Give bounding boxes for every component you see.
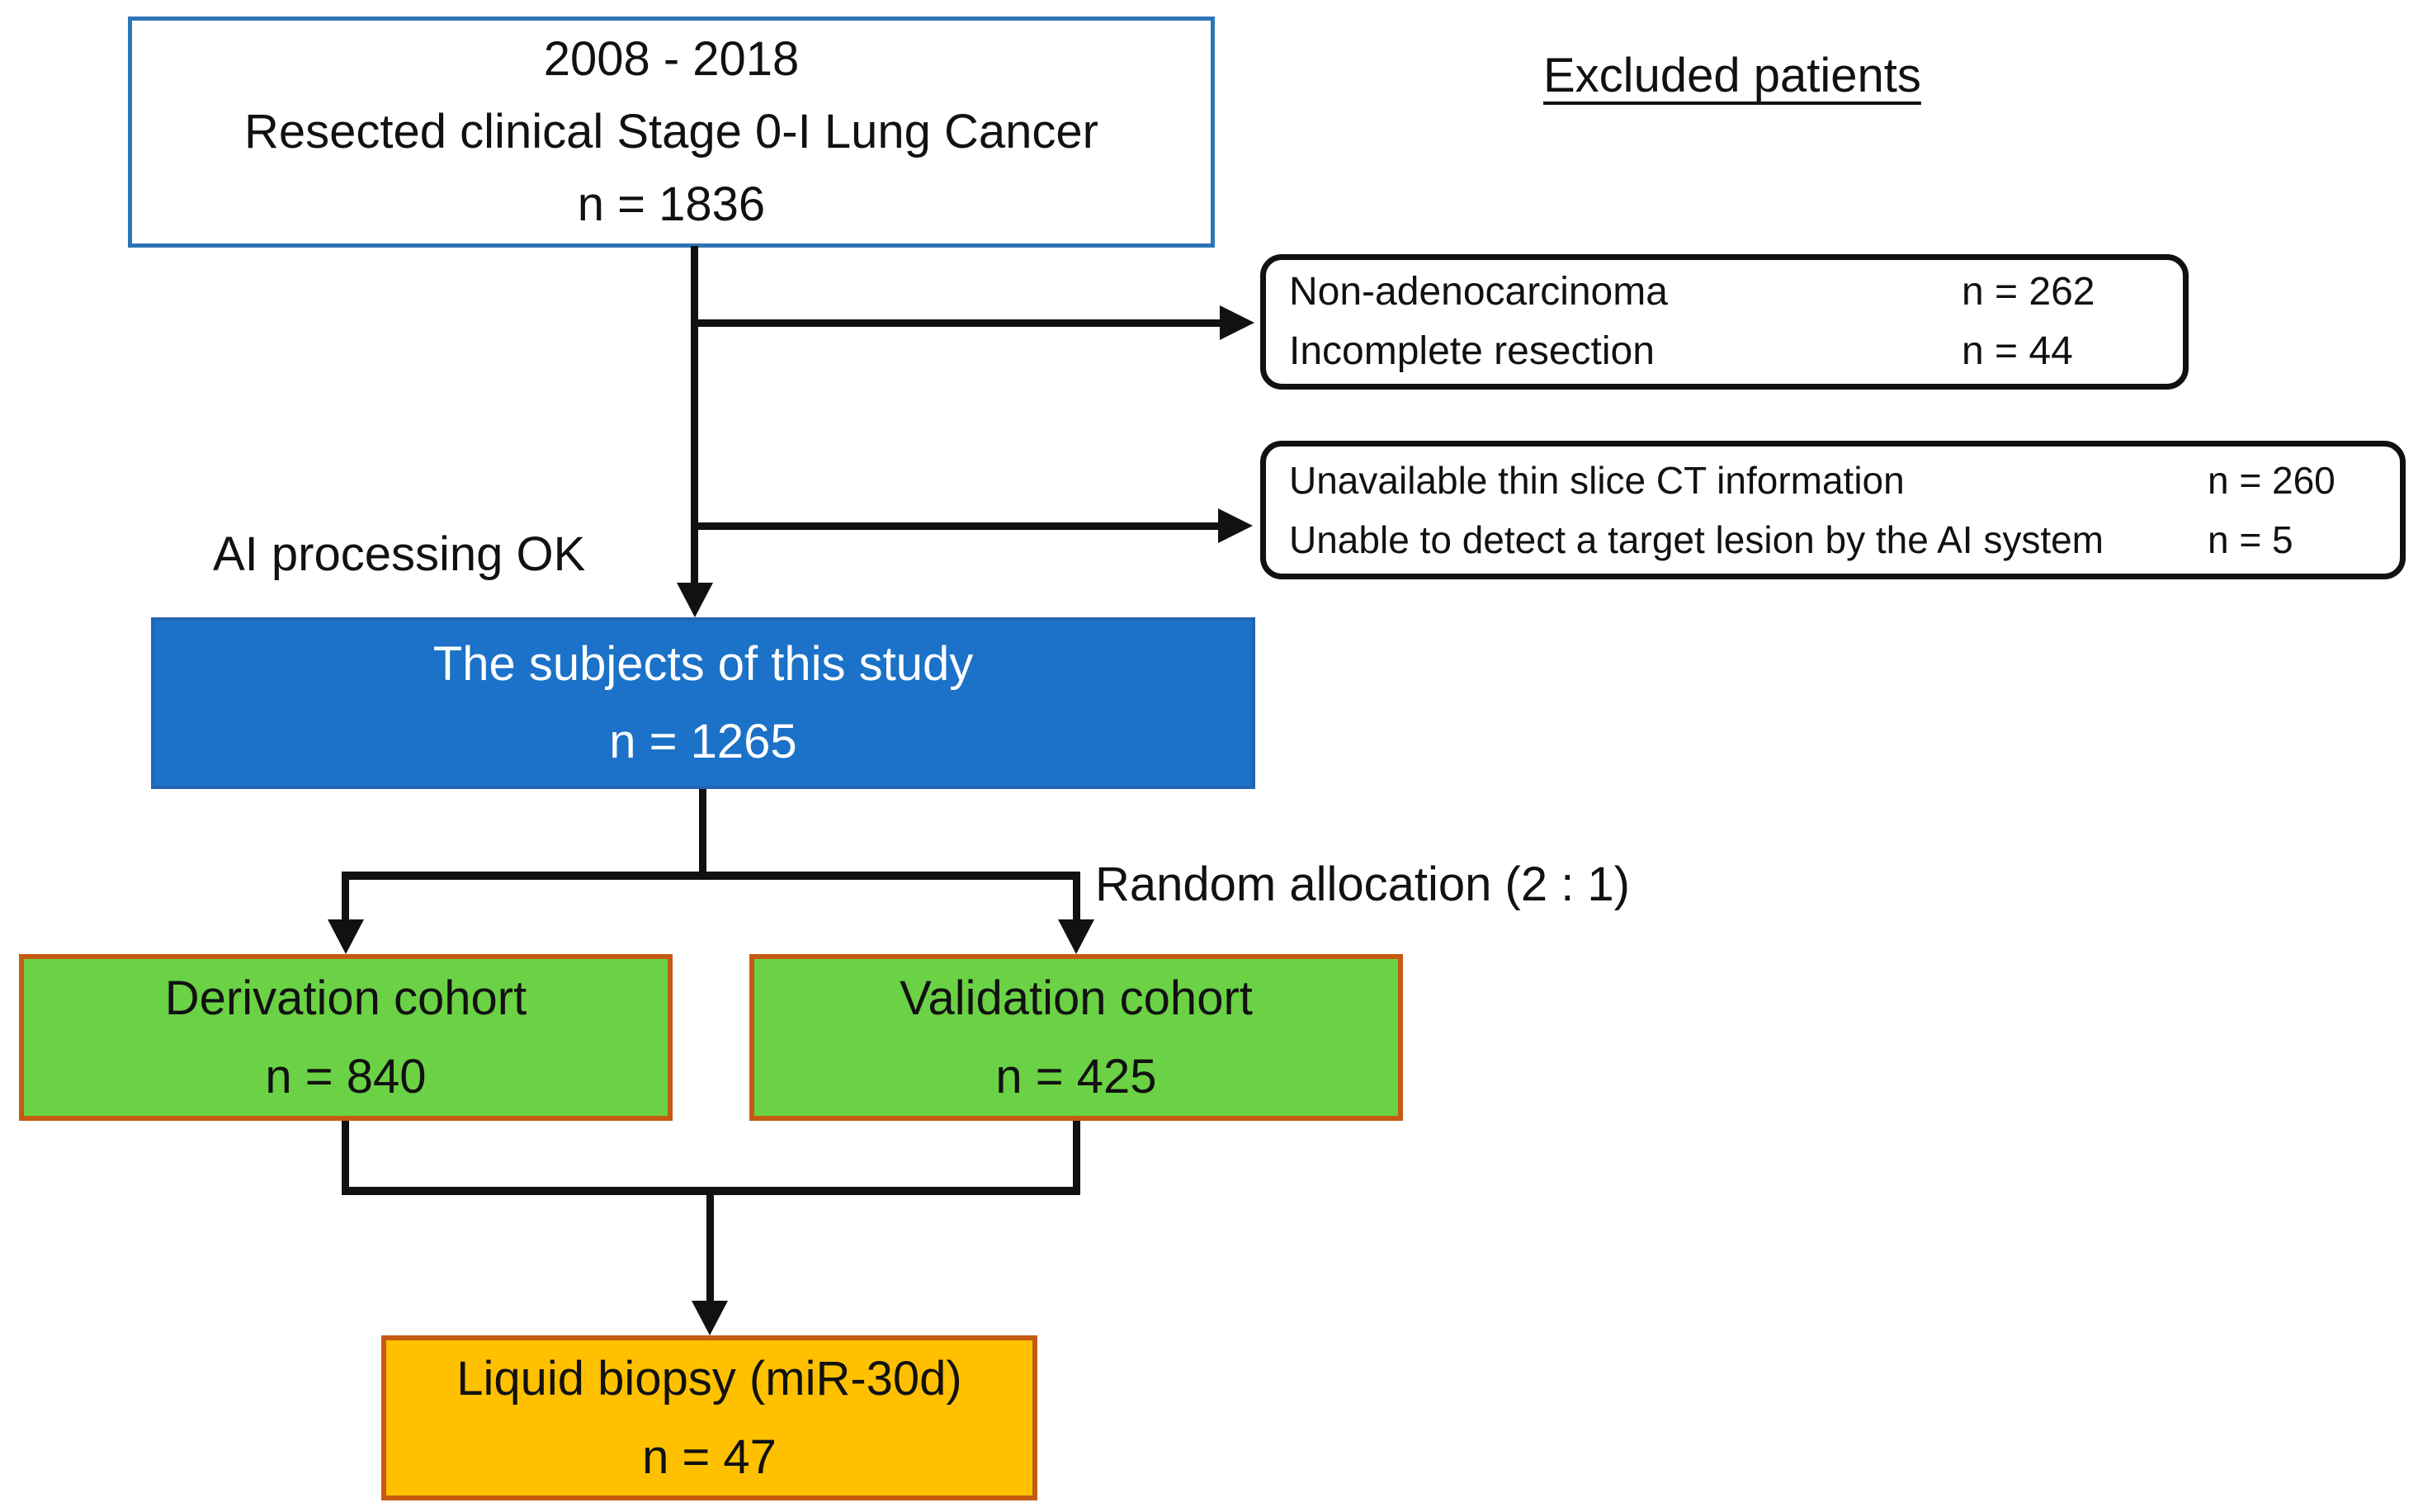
exclusion-row: Unable to detect a target lesion by the … bbox=[1289, 510, 2377, 569]
exclusion-reason: Unavailable thin slice CT information bbox=[1289, 459, 1905, 502]
arrow-right-head bbox=[1218, 508, 1253, 543]
connector-subjects-to-split bbox=[699, 789, 706, 880]
exclusion-reason: Incomplete resection bbox=[1289, 329, 1655, 373]
connector-to-derivation bbox=[342, 872, 349, 923]
exclusion-row: Unavailable thin slice CT information n … bbox=[1289, 451, 2377, 510]
subjects-title: The subjects of this study bbox=[432, 637, 974, 691]
subjects-count: n = 1265 bbox=[609, 715, 797, 768]
liquid-biopsy-box: Liquid biopsy (miR-30d) n = 47 bbox=[381, 1335, 1037, 1500]
excluded-patients-heading: Excluded patients bbox=[1543, 49, 1921, 102]
connector-merge-to-biopsy bbox=[706, 1187, 714, 1304]
validation-title: Validation cohort bbox=[900, 971, 1253, 1025]
connector-validation-to-merge bbox=[1073, 1121, 1080, 1192]
source-population-box: 2008 - 2018 Resected clinical Stage 0-I … bbox=[128, 17, 1215, 248]
arrow-down-head bbox=[1058, 919, 1094, 954]
exclusion-count: n = 260 bbox=[2208, 459, 2336, 502]
subjects-box: The subjects of this study n = 1265 bbox=[151, 617, 1255, 789]
biopsy-count: n = 47 bbox=[642, 1430, 777, 1484]
derivation-cohort-box: Derivation cohort n = 840 bbox=[19, 954, 673, 1121]
derivation-title: Derivation cohort bbox=[164, 971, 527, 1025]
exclusion-row: Incomplete resection n = 44 bbox=[1289, 322, 2160, 381]
exclusion-count: n = 5 bbox=[2208, 518, 2293, 561]
exclusion-row: Non-adenocarcinoma n = 262 bbox=[1289, 262, 2160, 322]
exclusion-count: n = 262 bbox=[1962, 270, 2095, 314]
exclusion-box-2: Unavailable thin slice CT information n … bbox=[1260, 441, 2406, 579]
biopsy-title: Liquid biopsy (miR-30d) bbox=[456, 1352, 962, 1406]
connector-to-validation bbox=[1073, 872, 1080, 923]
arrow-down-head bbox=[328, 919, 364, 954]
connector-source-to-subjects bbox=[691, 246, 698, 586]
source-period: 2008 - 2018 bbox=[543, 32, 800, 86]
arrow-down-head bbox=[692, 1301, 728, 1335]
source-description: Resected clinical Stage 0-I Lung Cancer bbox=[244, 105, 1098, 158]
connector-to-exclusion-2 bbox=[691, 522, 1220, 530]
derivation-count: n = 840 bbox=[265, 1050, 427, 1103]
split-bar bbox=[342, 872, 1080, 880]
arrow-right-head bbox=[1220, 305, 1254, 340]
connector-derivation-to-merge bbox=[342, 1121, 349, 1192]
source-count: n = 1836 bbox=[577, 177, 766, 231]
random-allocation-label: Random allocation (2 : 1) bbox=[1095, 858, 1630, 911]
exclusion-reason: Unable to detect a target lesion by the … bbox=[1289, 518, 2104, 561]
exclusion-count: n = 44 bbox=[1962, 329, 2073, 373]
exclusion-reason: Non-adenocarcinoma bbox=[1289, 270, 1668, 314]
arrow-down-head bbox=[677, 583, 713, 617]
ai-processing-label: AI processing OK bbox=[213, 527, 586, 581]
exclusion-box-1: Non-adenocarcinoma n = 262 Incomplete re… bbox=[1260, 254, 2189, 390]
validation-count: n = 425 bbox=[995, 1050, 1157, 1103]
connector-to-exclusion-1 bbox=[691, 319, 1223, 327]
validation-cohort-box: Validation cohort n = 425 bbox=[749, 954, 1403, 1121]
